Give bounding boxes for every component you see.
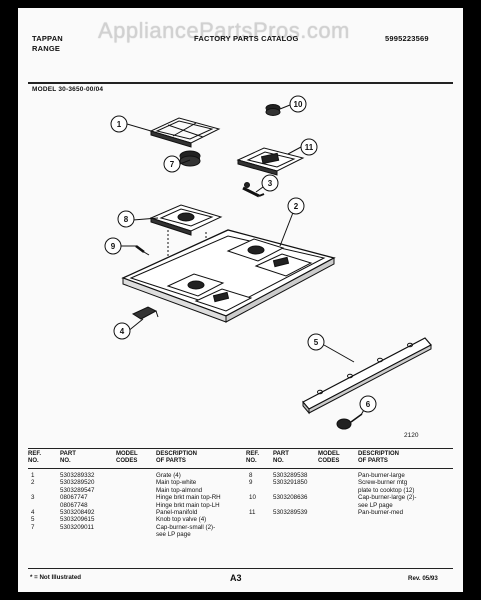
hinge-bracket-part	[242, 182, 265, 198]
footer-rule	[28, 568, 453, 569]
callout-5: 5	[307, 333, 325, 351]
callout-4: 4	[113, 322, 131, 340]
table-cell-part: 08067747	[60, 494, 88, 502]
svg-text:5: 5	[314, 338, 319, 347]
catalog-page: AppliancePartsPros.com TAPPAN RANGE FACT…	[18, 8, 463, 592]
svg-text:11: 11	[305, 143, 314, 152]
figure-number: 2120	[404, 432, 419, 439]
table-cell-desc: see LP page	[358, 501, 393, 509]
table-cell-ref: 2	[31, 479, 35, 487]
table-cell-desc: Main top-almond	[156, 486, 203, 494]
table-cell-desc: Pan-burner-large	[358, 472, 405, 479]
svg-text:8: 8	[124, 215, 129, 224]
right-parts-table: 8 5303289538 Pan-burner-large 9 5303291850 Sc…	[246, 472, 456, 562]
table-cell-desc: Knob top valve (4)	[156, 516, 207, 524]
table-cell-part: 08067748	[60, 501, 88, 509]
screw-part	[135, 245, 150, 256]
not-illustrated-note: * = Not Illustrated	[30, 574, 82, 581]
svg-text:10: 10	[294, 100, 303, 109]
table-cell-desc: Pan-burner-med	[358, 509, 404, 516]
table-cell-ref: 9	[249, 479, 253, 487]
burner-pan-med-part	[236, 147, 305, 176]
callout-9: 9	[104, 237, 122, 255]
table-cell-desc: see LP page	[156, 531, 191, 539]
callout-7: 7	[163, 155, 181, 173]
table-cell-ref: 11	[249, 509, 256, 516]
knob-part	[179, 150, 201, 167]
brand-line-2: RANGE	[32, 44, 61, 53]
table-header-rule	[28, 468, 453, 469]
manifold-bracket-part	[131, 306, 159, 320]
table-cell-desc: Main top-white	[156, 479, 197, 487]
catalog-title: FACTORY PARTS CATALOG	[194, 34, 299, 43]
grate-part	[149, 117, 221, 148]
table-cell-part: 5303289547	[60, 486, 95, 494]
table-cell-part: 5303289332	[60, 472, 95, 479]
svg-text:6: 6	[366, 400, 371, 409]
svg-text:3: 3	[268, 179, 273, 188]
svg-text:1: 1	[117, 120, 122, 129]
burner-cap-part	[265, 104, 281, 116]
table-cell-desc: Screw-burner mtg	[358, 479, 408, 487]
table-cell-desc: Panel-manifold	[156, 509, 198, 516]
svg-text:7: 7	[170, 160, 175, 169]
svg-text:4: 4	[120, 327, 125, 336]
table-cell-part: 5303208492	[60, 509, 95, 516]
table-cell-part: 5303289539	[273, 509, 308, 516]
table-cell-ref: 1	[31, 472, 35, 479]
header-rule	[28, 82, 453, 84]
table-cell-part: 5303289538	[273, 472, 308, 479]
model-label: MODEL 30-3650-00/04	[32, 86, 104, 93]
burner-pan-large-part	[149, 204, 223, 280]
table-cell-ref: 4	[31, 509, 35, 516]
callout-1: 1	[110, 115, 128, 133]
callout-10: 10	[289, 95, 307, 113]
valve-knob-part	[336, 413, 363, 430]
right-col-ref-header: REF.NO.	[246, 451, 260, 464]
callout-3: 3	[261, 174, 279, 192]
table-cell-desc: Cap-burner-large (2)-	[358, 494, 417, 502]
svg-text:9: 9	[111, 242, 116, 251]
table-top-rule	[28, 448, 453, 449]
brand-line-1: TAPPAN	[32, 34, 63, 43]
revision-date: Rev. 05/93	[408, 575, 438, 582]
callout-11: 11	[300, 138, 318, 156]
watermark: AppliancePartsPros.com	[98, 18, 350, 43]
catalog-number: 5995223569	[385, 34, 429, 43]
page-number: A3	[230, 573, 242, 583]
manifold-panel-part	[302, 337, 432, 415]
table-cell-desc: Hinge brkt main top-LH	[156, 501, 220, 509]
table-cell-desc: Grate (4)	[156, 472, 181, 479]
table-cell-desc: Hinge brkt main top-RH	[156, 494, 221, 502]
table-cell-part: 5303209011	[60, 523, 94, 531]
callout-6: 6	[359, 395, 377, 413]
table-cell-ref: 5	[31, 516, 35, 524]
main-top-part	[121, 229, 336, 323]
callout-2: 2	[287, 197, 305, 215]
table-cell-part: 5303291850	[273, 479, 308, 487]
table-cell-part: 5303208636	[273, 494, 308, 502]
callout-8: 8	[117, 210, 135, 228]
table-cell-desc: plate to cooktop (12)	[358, 486, 415, 494]
table-cell-ref: 8	[249, 472, 253, 479]
svg-text:2: 2	[294, 202, 299, 211]
table-cell-part: 5303289520	[60, 479, 95, 487]
exploded-parts-diagram: 1 2 3 4 5 6 7 8 9 10 11	[104, 95, 432, 430]
table-cell-ref: 3	[31, 494, 35, 502]
table-cell-ref: 10	[249, 494, 256, 502]
table-cell-ref: 7	[31, 523, 35, 531]
table-cell-desc: Cap-burner-small (2)-	[156, 523, 216, 531]
left-col-ref-header: REF.NO.	[28, 451, 42, 464]
table-cell-part: 5303209615	[60, 516, 95, 524]
